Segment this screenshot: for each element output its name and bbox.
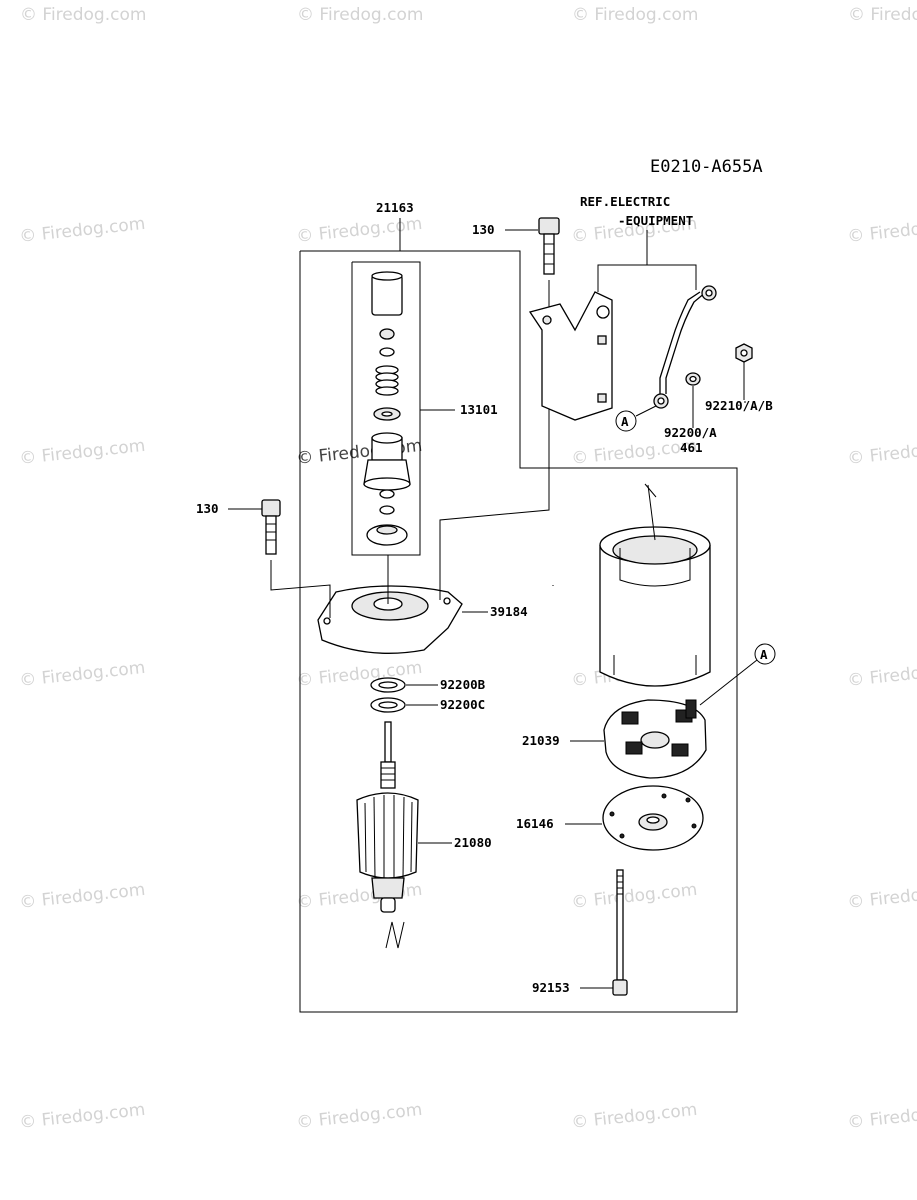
watermark: © Firedog.com [846, 436, 917, 469]
drive-subassembly-box [351, 261, 455, 556]
watermark-layer: © Firedog.com © Firedog.com © Firedog.co… [18, 5, 917, 1133]
watermark: © Firedog.com [848, 5, 917, 25]
snap-ring [379, 328, 395, 340]
yoke-housing [599, 483, 711, 687]
front-bracket [317, 585, 463, 654]
label-16146: 16146 [516, 816, 554, 831]
watermark: © Firedog.com [18, 436, 146, 469]
assembly-outline [299, 218, 738, 1013]
watermark: © Firedog.com [572, 5, 698, 25]
label-92200a: 92200/A [664, 425, 717, 440]
label-39184: 39184 [490, 604, 528, 619]
washer-small [379, 347, 395, 357]
label-92200b: 92200B [440, 677, 486, 692]
label-21039: 21039 [522, 733, 560, 748]
through-bolt-left [261, 499, 281, 555]
drive-spring [375, 365, 399, 396]
watermark: © Firedog.com [570, 1100, 698, 1133]
watermark: © Firedog.com [20, 5, 146, 25]
watermark: © Firedog.com [295, 214, 423, 247]
brush-holder [603, 699, 707, 779]
watermark: © Firedog.com [846, 1100, 917, 1133]
ring-lower [379, 489, 395, 499]
callout-a-label: A [621, 414, 629, 429]
stop-collar [371, 274, 403, 316]
watermark: © Firedog.com [297, 5, 423, 25]
label-92153: 92153 [532, 980, 570, 995]
callout-a-marker [615, 410, 637, 432]
ref-note-line2: -EQUIPMENT [618, 213, 693, 228]
watermark: © Firedog.com [18, 214, 146, 247]
watermark: © Firedog.com [846, 880, 917, 913]
collar-top [371, 271, 403, 281]
watermark: © Firedog.com [295, 1100, 423, 1133]
label-461: 461 [680, 440, 703, 455]
label-92200c: 92200C [440, 697, 485, 712]
watermark: © Firedog.com [18, 880, 146, 913]
watermark: © Firedog.com [570, 880, 698, 913]
watermark: © Firedog.com [846, 658, 917, 691]
ground-bracket [528, 291, 613, 421]
watermark: © Firedog.com [846, 214, 917, 247]
watermark: © Firedog.com [18, 1100, 146, 1133]
break-mark [385, 921, 405, 949]
callout-a-label-2: A [760, 647, 768, 662]
label-130-top: 130 [472, 222, 495, 237]
label-21163: 21163 [376, 200, 414, 215]
rear-cover [602, 785, 704, 851]
label-130-left: 130 [196, 501, 219, 516]
armature [356, 721, 419, 913]
diagram-code: E0210-A655A [650, 157, 763, 177]
label-13101: 13101 [460, 402, 498, 417]
bolt-top [538, 217, 560, 275]
watermark: © Firedog.com [18, 658, 146, 691]
label-92210: 92210/A/B [705, 398, 773, 413]
ring-lower-2 [379, 505, 395, 515]
hex-nut [735, 343, 753, 363]
label-21080: 21080 [454, 835, 492, 850]
watermark: © Firedog.com [295, 880, 423, 913]
ground-cable [653, 285, 717, 409]
drive-components [363, 271, 411, 546]
ref-note-line1: REF.ELECTRIC [580, 194, 670, 209]
callout-a-marker-2 [754, 643, 776, 665]
